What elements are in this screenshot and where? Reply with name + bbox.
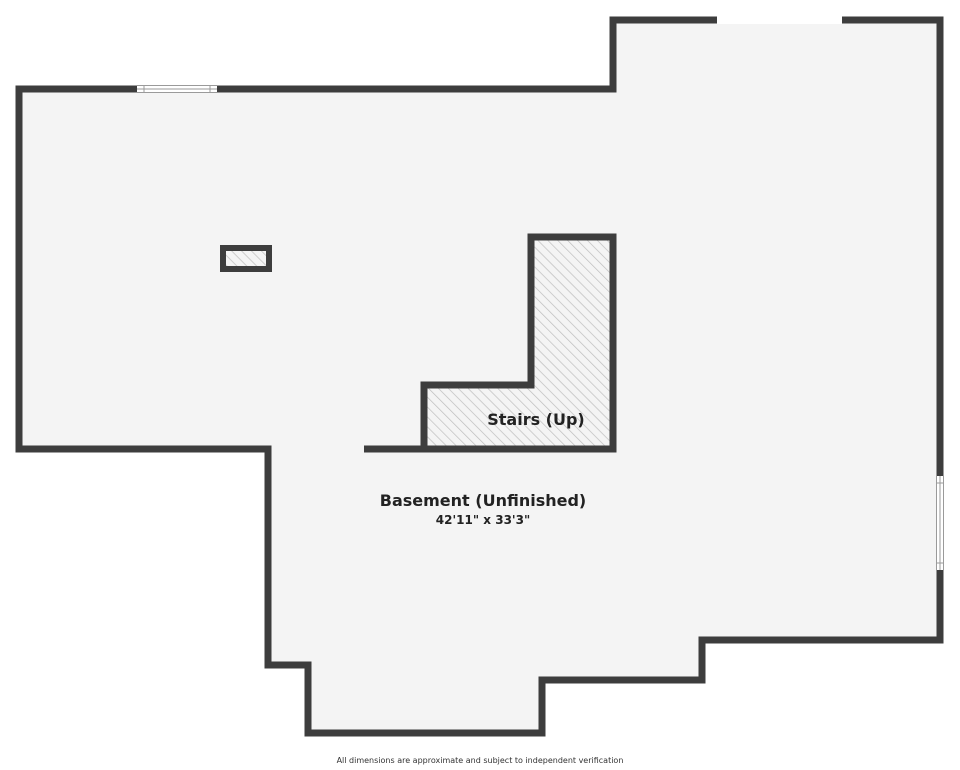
basement-room-dimensions: 42'11" x 33'3" [436,513,530,527]
window-top-left [137,85,217,93]
basement-room-label: Basement (Unfinished) [380,491,586,510]
basement-floor-outline [15,16,944,737]
window-top-right [717,16,842,24]
window-right [936,476,944,570]
column-fixture [220,245,272,272]
stairs-label: Stairs (Up) [487,410,585,429]
disclaimer-note: All dimensions are approximate and subje… [336,756,624,765]
